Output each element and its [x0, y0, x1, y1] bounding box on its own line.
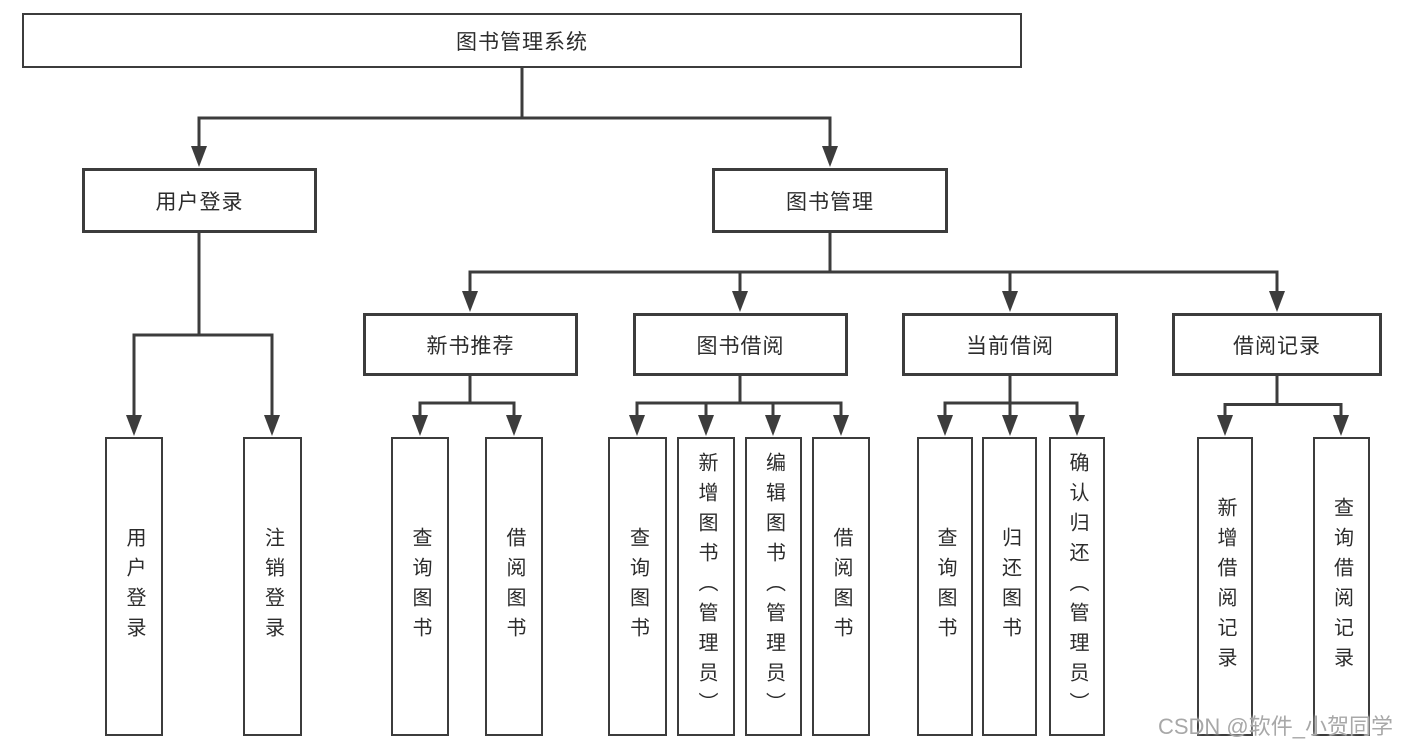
leaf-borrow-edit-books-admin: 编辑图书（管理员） — [745, 437, 802, 736]
leaf-current-query-books: 查询图书 — [917, 437, 973, 736]
leaf-logout: 注销登录 — [243, 437, 302, 736]
node-current-borrowing-label: 当前借阅 — [966, 334, 1054, 358]
node-borrowing-records: 借阅记录 — [1172, 313, 1382, 376]
node-root-label: 图书管理系统 — [456, 30, 588, 54]
leaf-current-confirm-return-admin: 确认归还（管理员） — [1049, 437, 1105, 736]
leaf-recommend-borrow-books: 借阅图书 — [485, 437, 543, 736]
leaf-borrow-borrow-books-label: 借阅图书 — [830, 526, 852, 647]
node-user-login: 用户登录 — [82, 168, 317, 233]
leaf-borrow-borrow-books: 借阅图书 — [812, 437, 870, 736]
leaf-current-return-books: 归还图书 — [982, 437, 1037, 736]
node-book-management: 图书管理 — [712, 168, 948, 233]
leaf-recommend-query-books: 查询图书 — [391, 437, 449, 736]
leaf-current-query-books-label: 查询图书 — [934, 526, 956, 647]
leaf-records-query-record: 查询借阅记录 — [1313, 437, 1370, 736]
node-current-borrowing: 当前借阅 — [902, 313, 1118, 376]
leaf-borrow-edit-books-admin-label: 编辑图书（管理员） — [762, 451, 785, 722]
node-new-book-recommendation: 新书推荐 — [363, 313, 578, 376]
leaf-user-login-label: 用户登录 — [123, 526, 145, 647]
leaf-records-query-record-label: 查询借阅记录 — [1330, 496, 1353, 677]
leaf-records-add-record-label: 新增借阅记录 — [1214, 496, 1236, 677]
node-borrowing-records-label: 借阅记录 — [1233, 334, 1321, 358]
leaf-records-add-record: 新增借阅记录 — [1197, 437, 1253, 736]
leaf-borrow-add-books-admin: 新增图书（管理员） — [677, 437, 735, 736]
leaf-borrow-add-books-admin-label: 新增图书（管理员） — [695, 451, 717, 722]
node-new-book-recommendation-label: 新书推荐 — [426, 334, 515, 358]
leaf-logout-label: 注销登录 — [261, 526, 284, 647]
leaf-user-login: 用户登录 — [105, 437, 163, 736]
leaf-current-return-books-label: 归还图书 — [998, 526, 1021, 647]
leaf-borrow-query-books-label: 查询图书 — [626, 526, 649, 647]
leaf-borrow-query-books: 查询图书 — [608, 437, 667, 736]
leaf-recommend-query-books-label: 查询图书 — [409, 526, 431, 647]
leaf-current-confirm-return-admin-label: 确认归还（管理员） — [1066, 451, 1088, 722]
node-book-borrowing: 图书借阅 — [633, 313, 848, 376]
leaf-recommend-borrow-books-label: 借阅图书 — [503, 526, 525, 647]
node-user-login-label: 用户登录 — [155, 190, 244, 214]
node-root: 图书管理系统 — [22, 13, 1022, 68]
node-book-management-label: 图书管理 — [786, 190, 874, 214]
csdn-watermark: CSDN @软件_小贺同学 — [1157, 714, 1393, 739]
node-book-borrowing-label: 图书借阅 — [696, 334, 785, 358]
